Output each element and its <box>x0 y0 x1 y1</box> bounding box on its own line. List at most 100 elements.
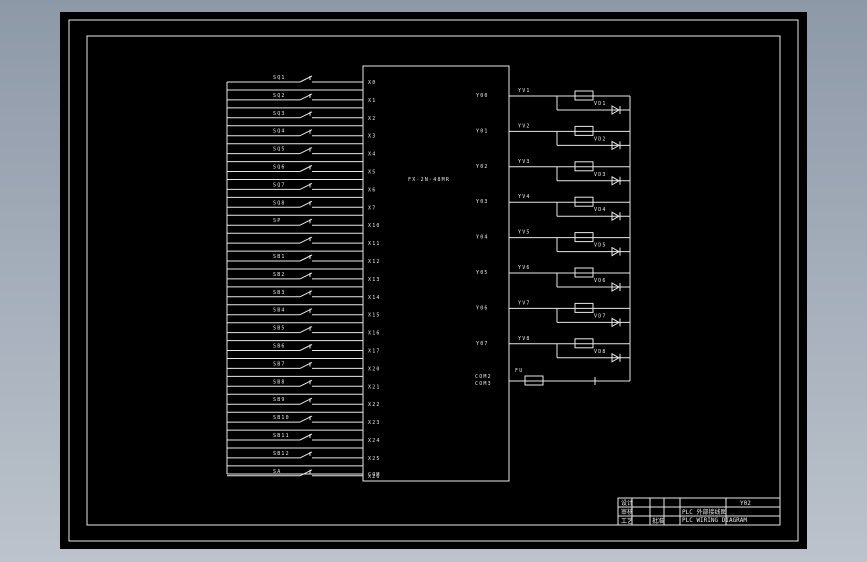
solenoid-coil <box>574 161 594 172</box>
plc-input-port-label: X1 <box>368 98 376 104</box>
title-block-caption: PLC 外部接线图 <box>682 508 726 516</box>
switch-label: SB11 <box>273 433 290 439</box>
plc-input-port-label: X12 <box>368 259 381 265</box>
wiring-diagram: FX·2N·48MR SQ1X0SQ2X1SQ3X2SQ4X3SQ5X4SQ6X… <box>68 19 799 542</box>
plc-input-port-label: X21 <box>368 384 381 390</box>
switch-label: SQ2 <box>273 93 286 99</box>
solenoid-coil <box>574 196 594 207</box>
plc-output-port-label: Y06 <box>476 305 489 311</box>
title-block: 设计 审核 工艺 批准 PLC 外部接线图 PLC WIRING DIAGRAM… <box>617 497 781 526</box>
diode-label: VD8 <box>594 349 607 355</box>
plc-input-port-label: X5 <box>368 170 376 176</box>
plc-output-port-label: Y07 <box>476 341 489 347</box>
switch-label: SB1 <box>273 254 286 260</box>
diode-label: VD4 <box>594 207 607 213</box>
plc-input-port-label: X0 <box>368 80 376 86</box>
switch-label: SB9 <box>273 397 286 403</box>
switch-label: SB2 <box>273 272 286 278</box>
plc-output-port-label: Y01 <box>476 128 489 134</box>
valve-label: YV7 <box>518 300 531 306</box>
switch-label: SB5 <box>273 326 286 332</box>
switch-label: SB8 <box>273 379 286 385</box>
switch-label: SB4 <box>273 308 286 314</box>
valve-label: YV4 <box>518 194 531 200</box>
diode-symbol <box>611 211 621 222</box>
plc-input-port-label: X15 <box>368 313 381 319</box>
plc-output-port-label: Y00 <box>476 93 489 99</box>
input-circuit: SA X26 <box>227 469 381 480</box>
title-block-row-label: 设计 <box>621 499 633 507</box>
valve-label: YV5 <box>518 230 531 236</box>
sheet-outer-border <box>68 19 799 542</box>
solenoid-coil <box>574 338 594 349</box>
plc-input-port-label: X22 <box>368 402 381 408</box>
plc-input-port-label: X26 <box>368 474 381 480</box>
switch-label: SP <box>273 218 281 224</box>
plc-input-port-label: X25 <box>368 456 381 462</box>
switch-label: SQ6 <box>273 165 286 171</box>
switch-label: SB7 <box>273 361 286 367</box>
input-circuit: SP X10 <box>227 218 381 234</box>
diode-label: VD2 <box>594 136 607 142</box>
diode-symbol <box>611 246 621 257</box>
switch-label: SQ5 <box>273 147 286 153</box>
plc-input-port-label: X3 <box>368 134 376 140</box>
valve-label: YV3 <box>518 159 531 165</box>
plc-input-port-label: X24 <box>368 438 381 444</box>
plc-input-port-label: X13 <box>368 277 381 283</box>
plc-com-output-label: COM3 <box>475 381 492 387</box>
plc-com-label: COM <box>368 472 381 478</box>
solenoid-coil <box>574 302 594 313</box>
solenoid-coil <box>574 232 594 243</box>
plc-input-port-label: X6 <box>368 187 376 193</box>
diode-label: VD6 <box>594 278 607 284</box>
plc-output-port-label: Y05 <box>476 270 489 276</box>
switch-label: SB3 <box>273 290 286 296</box>
fuse-symbol <box>524 375 544 386</box>
switch-label: SQ3 <box>273 111 286 117</box>
diode-label: VD7 <box>594 313 607 319</box>
diode-symbol <box>611 317 621 328</box>
plc-input-port-label: X16 <box>368 331 381 337</box>
drawing-number: Y02 <box>740 500 751 507</box>
title-block-row-label: 批准 <box>652 517 664 525</box>
switch-label: SA <box>273 469 281 475</box>
valve-label: YV1 <box>518 88 531 94</box>
plc-input-port-label: X4 <box>368 152 376 158</box>
input-circuits: SQ1X0SQ2X1SQ3X2SQ4X3SQ5X4SQ6X5SQ7X6SQ8X7… <box>226 75 381 480</box>
plc-input-port-label: X20 <box>368 366 381 372</box>
plc-model-label: FX·2N·48MR <box>408 177 450 183</box>
title-block-row-label: 工艺 <box>621 517 633 525</box>
switch-label: SQ1 <box>273 75 286 81</box>
plc-output-port-label: Y03 <box>476 199 489 205</box>
diode-label: VD5 <box>594 243 607 249</box>
diode-symbol <box>611 175 621 186</box>
solenoid-coil <box>574 267 594 278</box>
plc-input-port-label: X10 <box>368 223 381 229</box>
input-circuit: X11 <box>227 236 379 252</box>
diode-symbol <box>611 282 621 292</box>
plc-output-port-label: Y04 <box>476 235 489 241</box>
switch-label: SQ7 <box>273 182 286 188</box>
valve-label: YV6 <box>518 265 531 271</box>
valve-label: YV2 <box>518 123 531 129</box>
